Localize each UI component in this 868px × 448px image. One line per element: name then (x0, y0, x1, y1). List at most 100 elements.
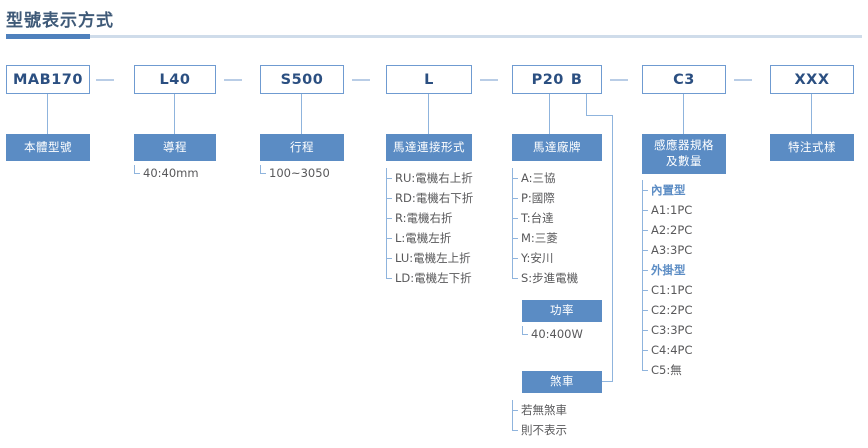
option-label: P:國際 (521, 191, 555, 205)
option-row: A3:3PC (642, 240, 693, 260)
page-title: 型號表示方式 (6, 11, 114, 31)
option-row: L:電機左折 (386, 228, 473, 248)
code-box-lead[interactable]: L40 (134, 65, 216, 94)
option-list-motor-brand: A:三協 P:國際 T:台達 M:三菱 Y:安川 S:步進電機 (512, 168, 578, 288)
connector-line-brake-drop (612, 115, 614, 382)
option-row: R:電機右折 (386, 208, 473, 228)
option-row: RU:電機右上折 (386, 168, 473, 188)
option-row: M:三菱 (512, 228, 578, 248)
option-list-brake: 若無煞車 則不表示 (512, 400, 567, 440)
option-row: RD:電機右下折 (386, 188, 473, 208)
option-label: 40:400W (531, 327, 583, 341)
code-text: C3 (673, 71, 695, 88)
code-text: S500 (280, 71, 324, 88)
option-label: T:台達 (521, 211, 554, 225)
connector-dash-1 (96, 79, 114, 81)
option-label: RU:電機右上折 (395, 171, 473, 185)
title-divider-accent (6, 34, 90, 39)
category-lead: 導程 (134, 134, 216, 161)
option-label: C3:3PC (651, 323, 693, 337)
category-custom-spec: 特注式樣 (770, 134, 854, 161)
connector-dash-5 (610, 79, 628, 81)
option-label: 若無煞車 (521, 403, 567, 417)
option-list-motor-connection: RU:電機右上折 RD:電機右下折 R:電機右折 L:電機左折 LU:電機左上折… (386, 168, 473, 288)
connector-line-sensor (683, 94, 685, 134)
option-row-subhead: 外掛型 (642, 260, 693, 280)
category-stroke: 行程 (260, 134, 344, 161)
category-sensor: 感應器規格 及數量 (642, 134, 726, 174)
option-row: LD:電機左下折 (386, 268, 473, 288)
option-row: A2:2PC (642, 220, 693, 240)
connector-dash-6 (734, 79, 752, 81)
option-label: LU:電機左上折 (395, 251, 471, 265)
code-box-stroke[interactable]: S500 (260, 65, 344, 94)
option-label: LD:電機左下折 (395, 271, 472, 285)
option-row: C2:2PC (642, 300, 693, 320)
code-box-sensor[interactable]: C3 (642, 65, 726, 94)
option-row: Y:安川 (512, 248, 578, 268)
code-box-motor-connection[interactable]: L (386, 65, 472, 94)
category-label: 馬達連接形式 (393, 139, 465, 154)
category-power: 功率 (522, 300, 602, 322)
category-label: 煞車 (550, 374, 574, 389)
option-label: 40:40mm (143, 166, 199, 180)
connector-line-stroke (301, 94, 303, 134)
category-body-model: 本體型號 (6, 134, 90, 161)
option-label: C5:無 (651, 363, 682, 377)
option-row: C4:4PC (642, 340, 693, 360)
category-motor-brand: 馬達廠牌 (512, 134, 602, 161)
code-box-body-model[interactable]: MAB170 (6, 65, 90, 94)
option-row: C1:1PC (642, 280, 693, 300)
option-label: 外掛型 (651, 263, 686, 277)
code-box-custom-spec[interactable]: XXX (770, 65, 854, 94)
code-box-motor-brand[interactable]: P20 B (512, 65, 602, 94)
connector-line-body-model (47, 94, 49, 134)
category-label: 本體型號 (24, 139, 72, 154)
option-label: M:三菱 (521, 231, 558, 245)
option-lead-40mm: 40:40mm (134, 165, 199, 181)
option-label: Y:安川 (521, 251, 554, 265)
code-text: L40 (159, 71, 191, 88)
connector-line-brake-in (592, 381, 613, 383)
option-row: LU:電機左上折 (386, 248, 473, 268)
option-label: 則不表示 (521, 423, 567, 437)
connector-line-motor-connection (428, 94, 430, 134)
option-list-sensor: 內置型 A1:1PC A2:2PC A3:3PC 外掛型 C1:1PC C2:2… (642, 180, 693, 380)
connector-dash-4 (480, 79, 498, 81)
option-label: C2:2PC (651, 303, 693, 317)
code-text: XXX (794, 71, 830, 88)
code-text-suffix: B (570, 71, 583, 88)
connector-dash-2 (224, 79, 242, 81)
option-stroke-range: 100~3050 (260, 165, 330, 181)
option-power-value: 40:400W (522, 326, 583, 342)
option-label: A3:3PC (651, 243, 693, 257)
connector-dash-3 (352, 79, 370, 81)
code-text: P20 (531, 71, 564, 88)
code-text: L (424, 71, 434, 88)
option-label: S:步進電機 (521, 271, 579, 285)
category-label: 馬達廠牌 (533, 139, 581, 154)
connector-line-lead (174, 94, 176, 134)
option-label: 內置型 (651, 183, 686, 197)
option-row: A:三協 (512, 168, 578, 188)
code-text: MAB170 (13, 71, 83, 88)
option-row: A1:1PC (642, 200, 693, 220)
option-label: 100~3050 (269, 166, 330, 180)
option-label: R:電機右折 (395, 211, 453, 225)
connector-line-motor-brand (549, 94, 551, 134)
category-label-line1: 感應器規格 (654, 138, 714, 153)
connector-line-custom-spec (811, 94, 813, 134)
option-row: 則不表示 (512, 420, 567, 440)
category-label: 功率 (550, 303, 574, 318)
option-row: T:台達 (512, 208, 578, 228)
option-row: C5:無 (642, 360, 693, 380)
option-label: A:三協 (521, 171, 556, 185)
connector-line-brake-across (586, 115, 613, 117)
option-label: C1:1PC (651, 283, 693, 297)
category-brake: 煞車 (522, 371, 602, 393)
category-label: 導程 (163, 139, 187, 154)
option-label: A2:2PC (651, 223, 693, 237)
option-row: P:國際 (512, 188, 578, 208)
connector-line-brake-stub (586, 94, 588, 116)
option-row: S:步進電機 (512, 268, 578, 288)
